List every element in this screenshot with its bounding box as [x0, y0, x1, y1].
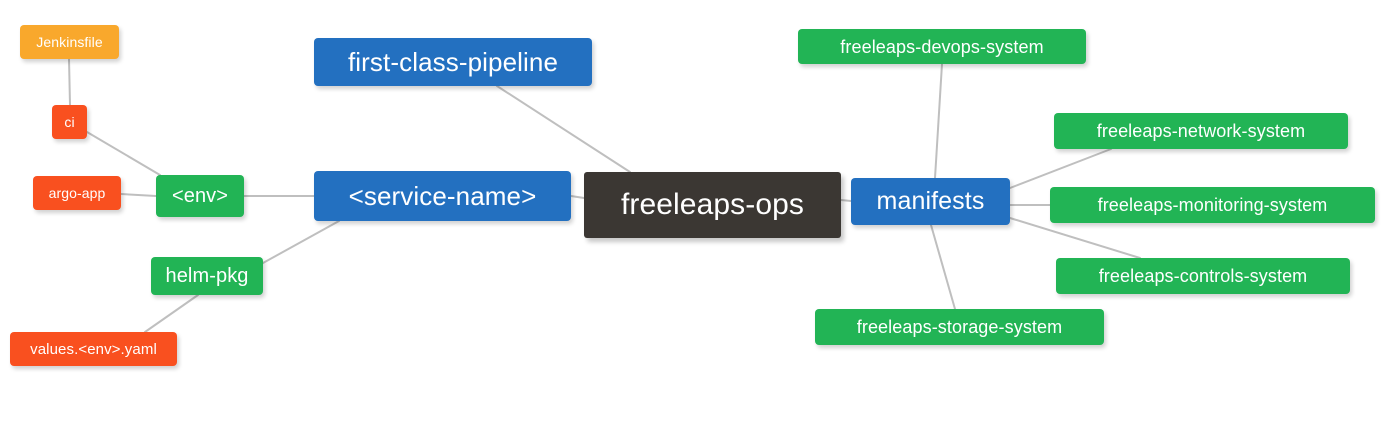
node-label: freeleaps-controls-system [1098, 266, 1308, 286]
node-label: freeleaps-monitoring-system [1097, 195, 1328, 215]
node-label: freeleaps-storage-system [856, 317, 1063, 337]
node-label: argo-app [48, 185, 106, 201]
node-label: values.<env>.yaml [30, 340, 157, 358]
node-manifests[interactable]: manifests [851, 178, 1010, 225]
node-jenkinsfile[interactable]: Jenkinsfile [20, 25, 119, 59]
node-label: ci [64, 114, 75, 130]
node-label: freeleaps-network-system [1096, 121, 1306, 141]
edge-freeleaps-ops-to-manifests [840, 199, 852, 202]
node-helm-pkg[interactable]: helm-pkg [151, 257, 263, 295]
edge-manifests-to-devops-system [934, 63, 943, 179]
node-storage-system[interactable]: freeleaps-storage-system [815, 309, 1104, 345]
node-label: Jenkinsfile [36, 34, 103, 50]
node-label: <service-name> [348, 181, 537, 211]
node-first-class-pipeline[interactable]: first-class-pipeline [314, 38, 592, 86]
node-ci[interactable]: ci [52, 105, 87, 139]
edge-manifests-to-network-system [1009, 148, 1112, 189]
edge-manifests-to-storage-system [930, 224, 956, 310]
node-service-name[interactable]: <service-name> [314, 171, 571, 221]
node-env[interactable]: <env> [156, 175, 244, 217]
node-label: freeleaps-ops [620, 188, 805, 221]
edge-manifests-to-controls-system [1009, 217, 1141, 259]
node-values-yaml[interactable]: values.<env>.yaml [10, 332, 177, 366]
edge-helm-pkg-to-values-yaml [144, 294, 199, 333]
node-label: freeleaps-devops-system [840, 36, 1044, 57]
node-freeleaps-ops[interactable]: freeleaps-ops [584, 172, 841, 238]
node-network-system[interactable]: freeleaps-network-system [1054, 113, 1348, 149]
node-label: <env> [171, 185, 229, 207]
edge-ci-to-env [86, 131, 161, 176]
edge-service-name-to-helm-pkg [262, 220, 340, 264]
node-controls-system[interactable]: freeleaps-controls-system [1056, 258, 1350, 294]
edge-jenkinsfile-to-ci [68, 58, 71, 106]
edge-service-name-to-freeleaps-ops [570, 195, 585, 199]
node-label: helm-pkg [165, 265, 249, 287]
edge-first-class-pipeline-to-freeleaps-ops [496, 85, 631, 173]
node-argo-app[interactable]: argo-app [33, 176, 121, 210]
node-label: first-class-pipeline [347, 47, 559, 77]
node-monitoring-system[interactable]: freeleaps-monitoring-system [1050, 187, 1375, 223]
edge-argo-app-to-env [120, 193, 157, 197]
node-label: manifests [876, 187, 985, 215]
node-devops-system[interactable]: freeleaps-devops-system [798, 29, 1086, 64]
